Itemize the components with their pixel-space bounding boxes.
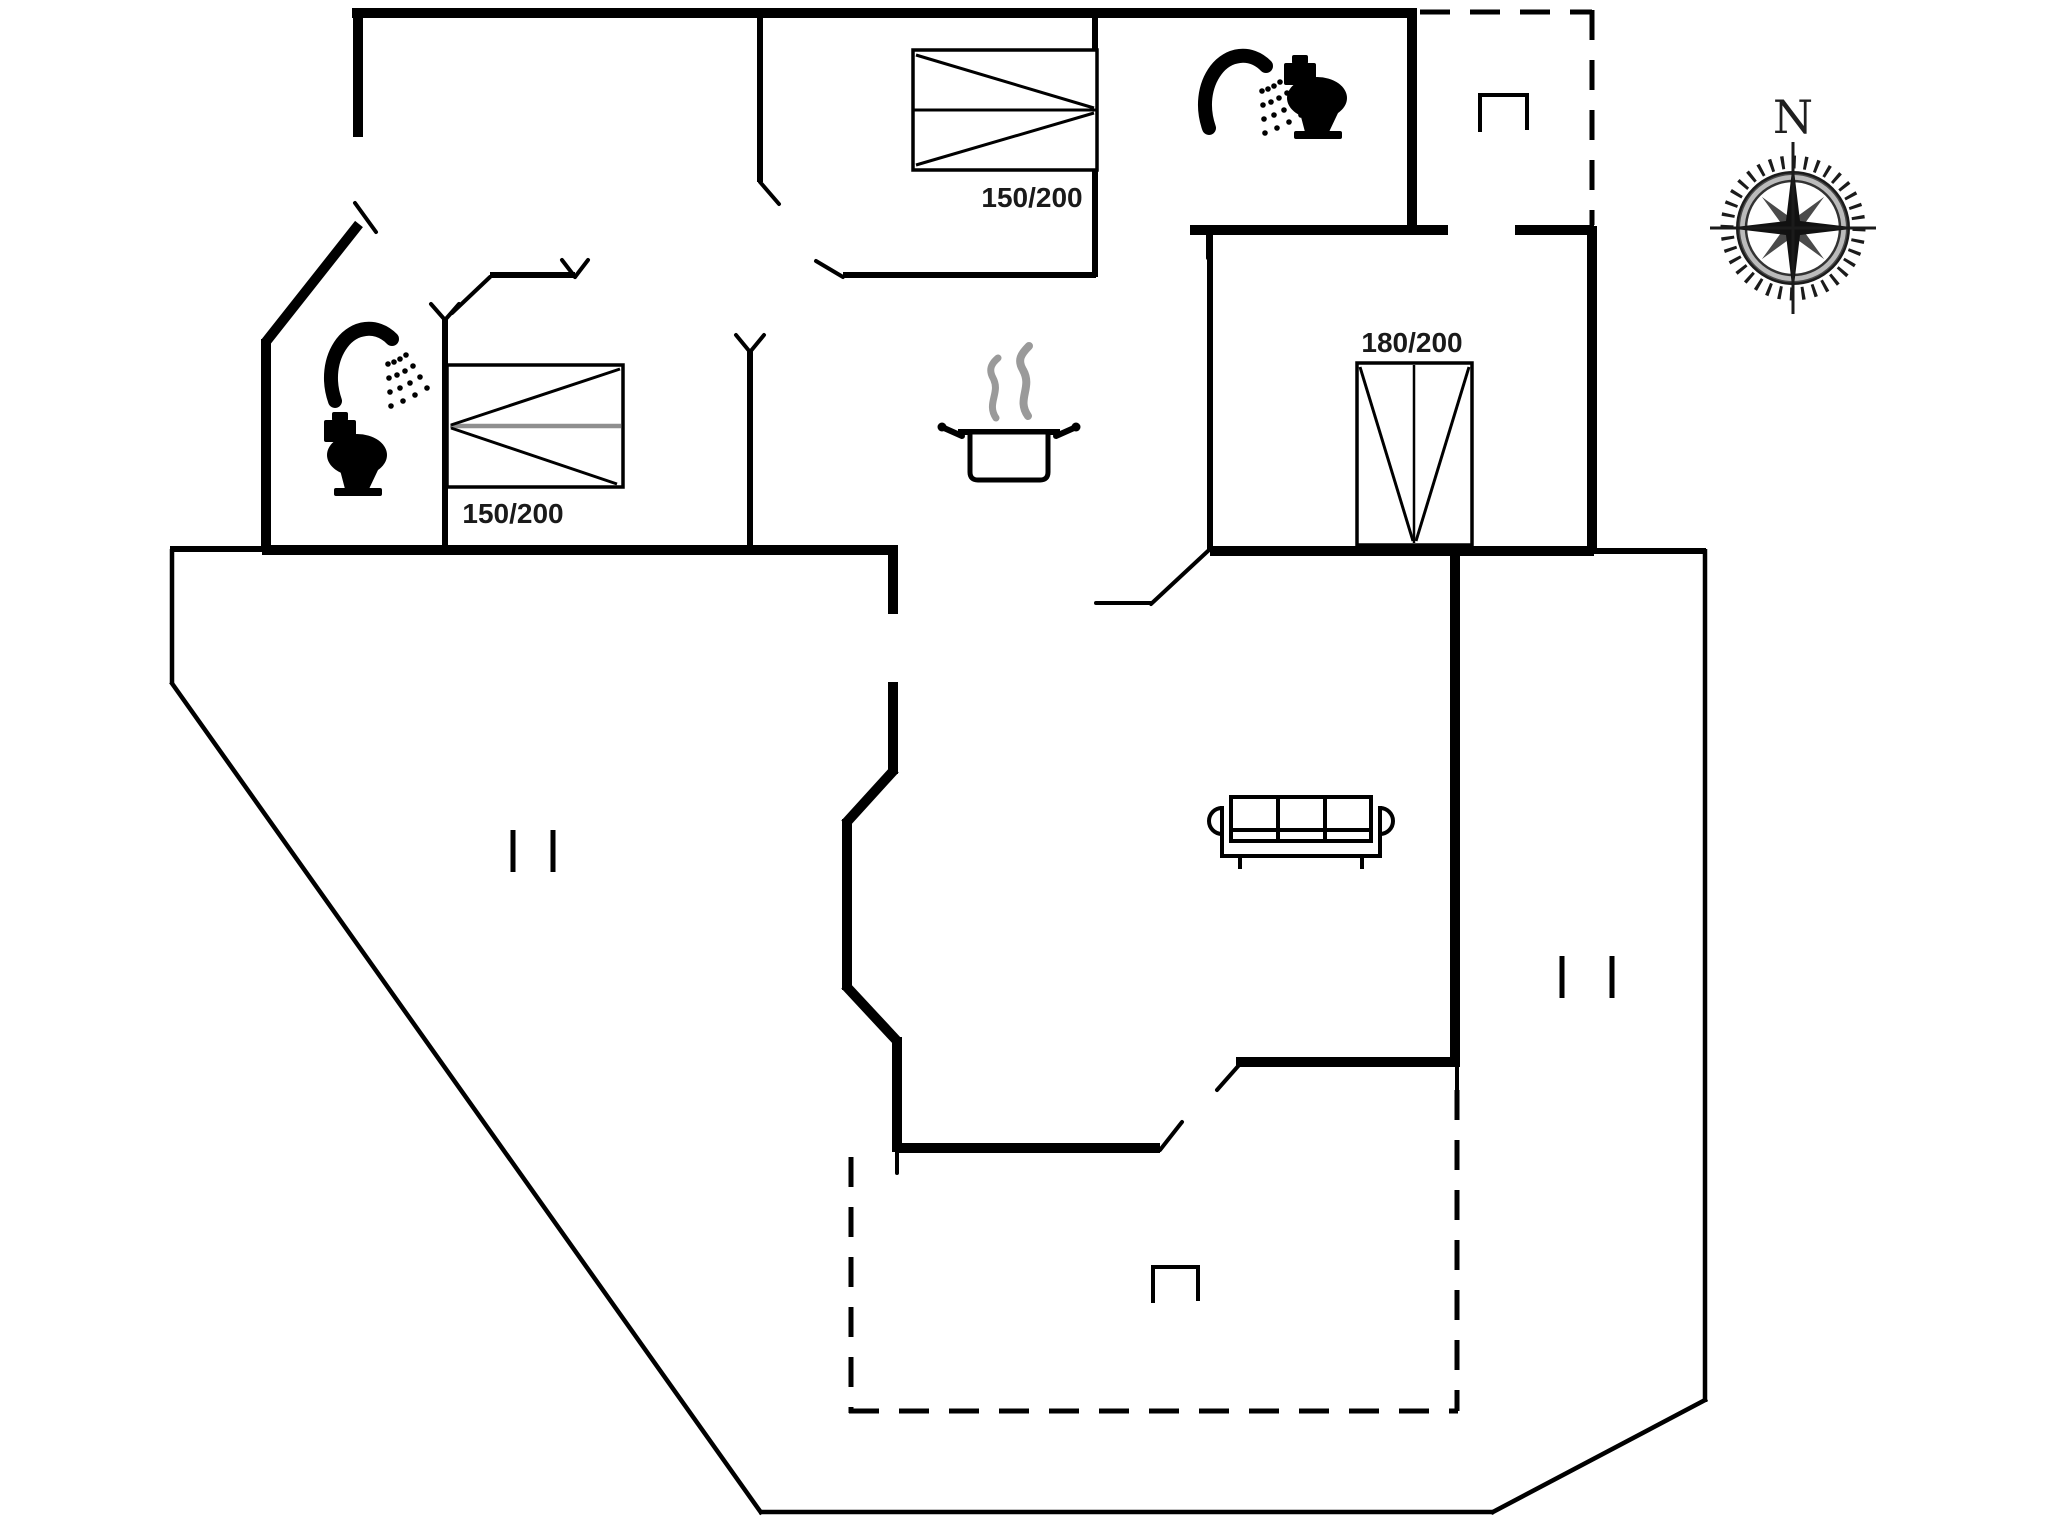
bathroom-left-icons [324,329,430,496]
toilet-icon [1284,55,1347,139]
steam-icon [1016,342,1033,420]
bed-right-dimension-label: 180/200 [1361,327,1462,358]
dimension-labels: 150/200 150/200 180/200 [462,182,1462,529]
door-swings [353,180,1459,1175]
steam-icon [987,354,1002,422]
bed-top [911,48,1099,172]
niche-icon [1151,1265,1200,1303]
outer-walls [261,8,1597,1153]
compass-rose-icon: N [1710,90,1876,314]
bed-left-dimension-label: 150/200 [462,498,563,529]
compass-north-label: N [1773,90,1813,144]
niche-marks [1151,93,1529,1303]
building-outline [169,549,1709,1516]
bathroom-right-icons [1205,55,1347,139]
terrace-outlines [848,9,1595,1414]
bed-left [445,363,625,489]
cooking-pot-icon [937,422,1081,483]
bed-right [1355,361,1474,547]
bed-top-dimension-label: 150/200 [981,182,1082,213]
sofa-icon [1207,795,1395,869]
window-marks [510,830,1615,998]
shower-icon [331,329,430,409]
toilet-icon [324,412,387,496]
kitchen-pot [937,342,1081,483]
niche-icon [1478,93,1529,132]
